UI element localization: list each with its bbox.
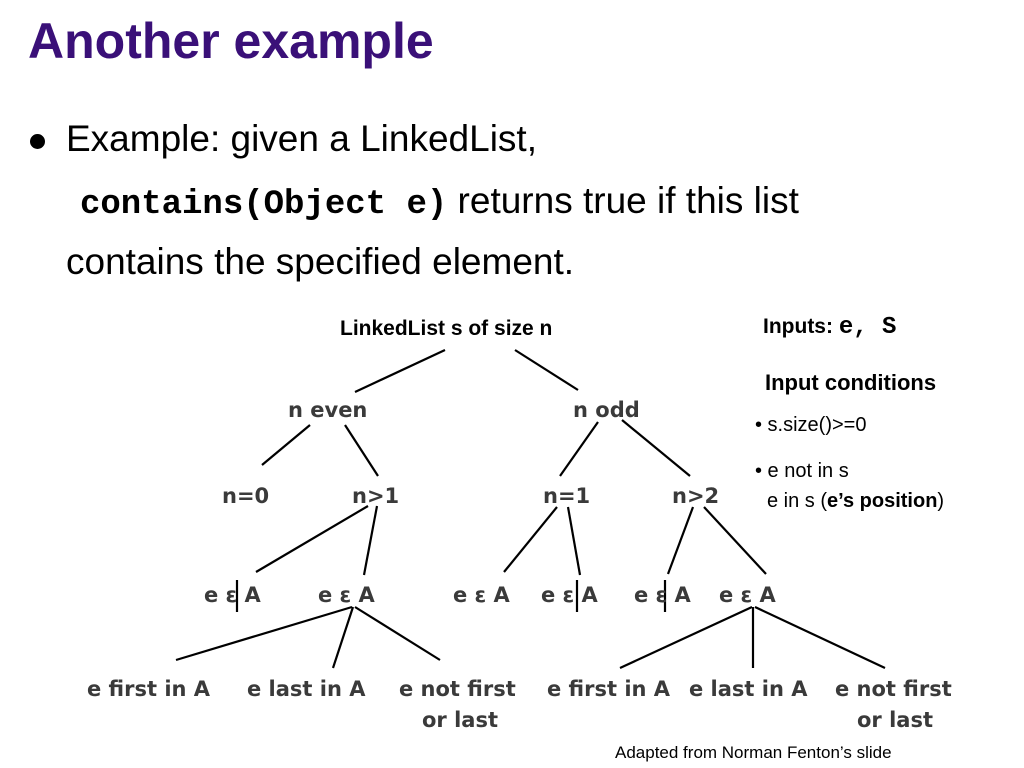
edge-ngt1-a <box>255 505 369 573</box>
edge-l3b-last <box>331 606 355 669</box>
condition-item-3-emph: e’s position <box>827 490 938 512</box>
edge-even-ngt1 <box>344 424 379 477</box>
edge-l3f-first <box>619 606 753 669</box>
node-n0: n=0 <box>222 484 269 508</box>
node-n-even: n even <box>288 398 367 422</box>
inputs-vars: e, S <box>838 314 897 341</box>
edge-root-odd <box>514 349 579 391</box>
edge-ngt2-b <box>703 506 767 575</box>
node-ngt1: n>1 <box>352 484 399 508</box>
edge-odd-ngt2 <box>621 419 691 477</box>
node-l4-first-1: e first in A <box>87 677 211 701</box>
edge-even-n0 <box>261 424 311 466</box>
condition-item-2: • e not in s <box>755 460 849 482</box>
node-n-odd: n odd <box>573 398 640 422</box>
condition-item-3: e in s (e’s position) <box>767 490 944 513</box>
node-l3-6: e ε A <box>719 583 777 607</box>
bullet-line-2: contains(Object e) returns true if this … <box>80 180 799 225</box>
condition-item-1: • s.size()>=0 <box>755 414 867 436</box>
node-l4-last-1: e last in A <box>247 677 366 701</box>
node-l4-first-2: e first in A <box>547 677 671 701</box>
node-l3-5: e ε A <box>634 583 692 607</box>
tree-title: LinkedList s of size n <box>340 317 553 340</box>
bullet-line-1: Example: given a LinkedList, <box>66 118 537 159</box>
edge-ngt2-a <box>666 506 695 575</box>
edge-root-even <box>354 349 446 393</box>
credit-text: Adapted from Norman Fenton’s slide <box>615 743 892 762</box>
bullet-line-2-rest: returns true if this list <box>447 180 799 221</box>
node-l4-last-2: e last in A <box>689 677 808 701</box>
edge-l3f-notfirst <box>754 606 886 669</box>
slide-title: Another example <box>28 13 434 69</box>
node-l3-3: e ε A <box>453 583 511 607</box>
edge-n1-a <box>503 506 558 573</box>
edge-n1-b <box>566 506 582 576</box>
inputs-label-text: Inputs: <box>763 315 839 338</box>
bullet-dot <box>30 134 45 149</box>
input-conditions-heading: Input conditions <box>765 370 937 395</box>
edge-l3b-notfirst <box>354 606 441 661</box>
bullet-line-3: contains the specified element. <box>66 241 575 282</box>
node-n1: n=1 <box>543 484 590 508</box>
edge-odd-n1 <box>559 421 599 477</box>
node-l4-orlast-1: or last <box>422 708 498 732</box>
code-signature: contains(Object e) <box>80 186 448 224</box>
edge-l3b-first <box>175 605 353 662</box>
condition-item-3-close: ) <box>937 490 945 512</box>
node-l4-notfirst-2: e not first <box>835 677 952 701</box>
inputs-label: Inputs: e, S <box>763 314 896 341</box>
edge-ngt1-b <box>362 505 379 576</box>
node-l4-notfirst-1: e not first <box>399 677 516 701</box>
node-l3-1: e ε A <box>204 583 262 607</box>
node-l4-orlast-2: or last <box>857 708 933 732</box>
node-l3-4: e ε A <box>541 583 599 607</box>
node-ngt2: n>2 <box>672 484 719 508</box>
node-l3-2: e ε A <box>318 583 376 607</box>
condition-item-3-text: e in s ( <box>767 490 828 512</box>
